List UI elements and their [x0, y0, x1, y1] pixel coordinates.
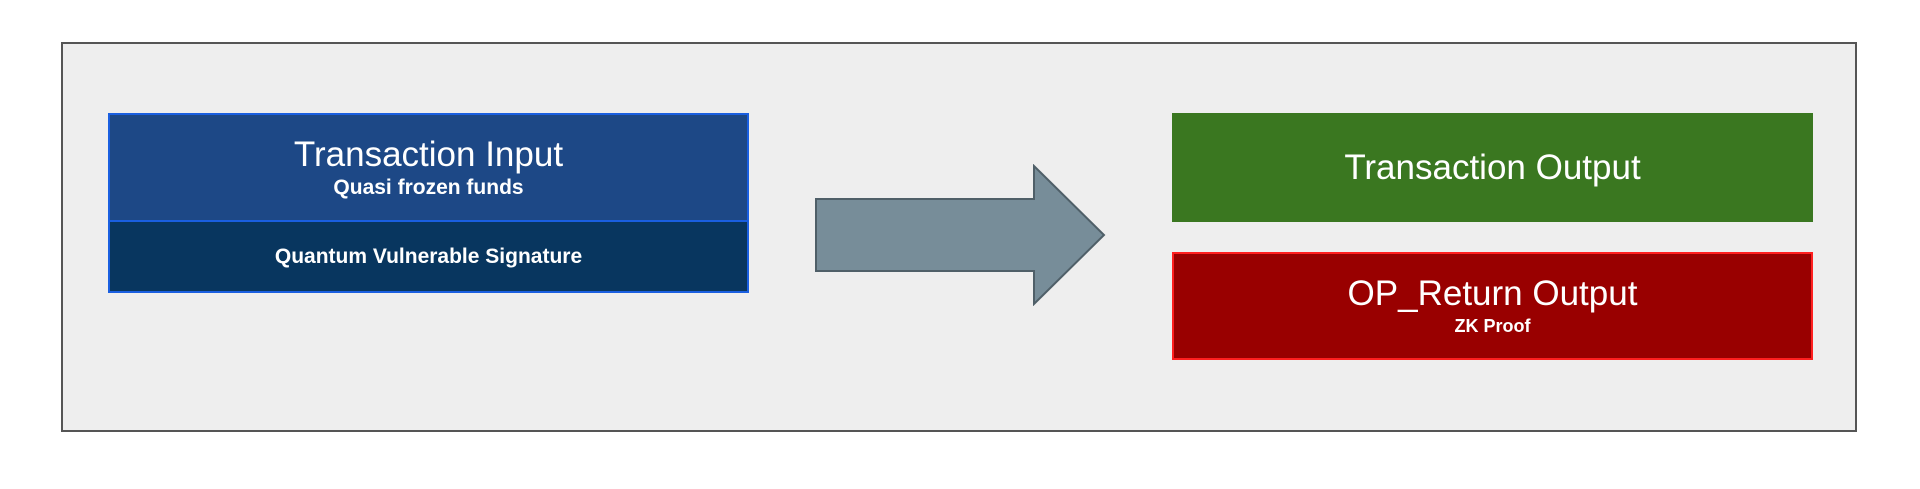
transaction-output-title: Transaction Output — [1344, 147, 1641, 187]
op-return-output-box: OP_Return Output ZK Proof — [1172, 252, 1813, 360]
transaction-input-box: Transaction Input Quasi frozen funds — [108, 113, 749, 222]
transaction-input-title: Transaction Input — [293, 134, 564, 174]
op-return-output-title: OP_Return Output — [1347, 274, 1638, 313]
transaction-output-box: Transaction Output — [1172, 113, 1813, 222]
flow-arrow-icon — [815, 164, 1106, 306]
signature-box: Quantum Vulnerable Signature — [108, 220, 749, 293]
signature-label: Quantum Vulnerable Signature — [274, 244, 583, 268]
op-return-output-subtitle: ZK Proof — [1454, 316, 1531, 336]
transaction-input-subtitle: Quasi frozen funds — [333, 175, 524, 199]
